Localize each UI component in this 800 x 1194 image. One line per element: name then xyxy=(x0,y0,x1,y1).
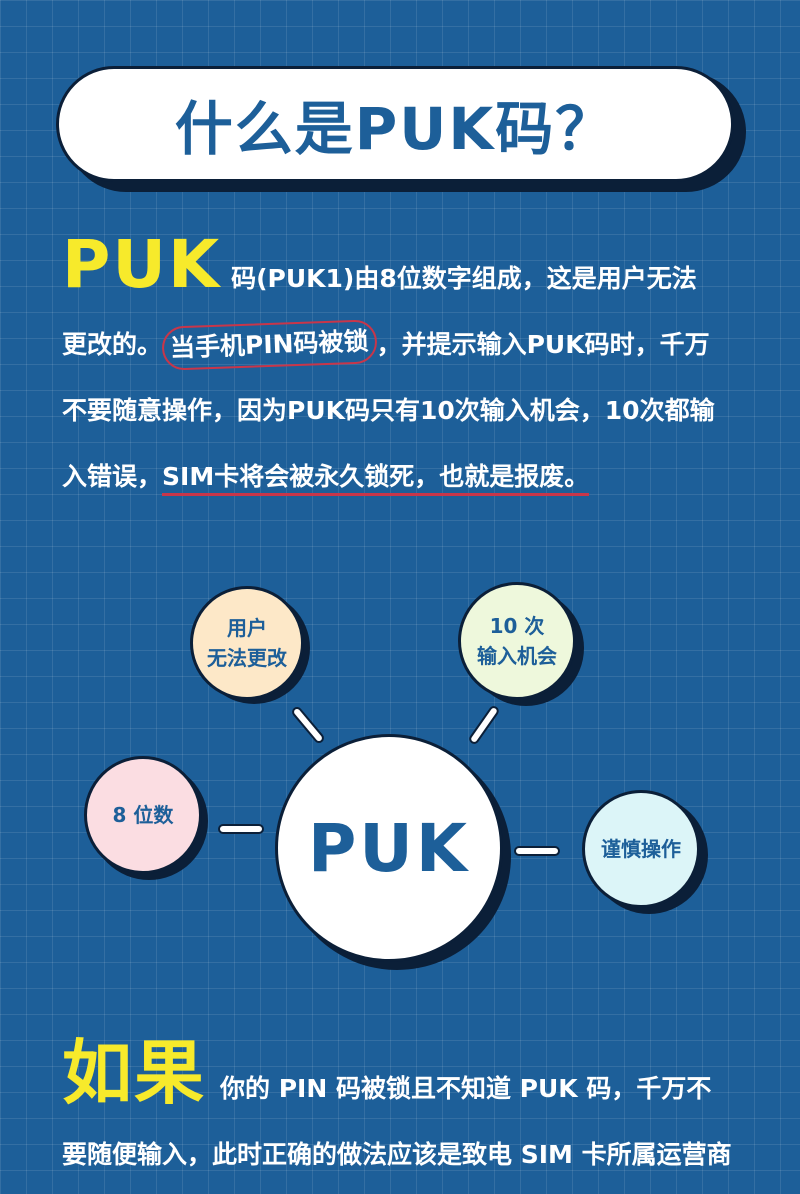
circled-highlight: 当手机PIN码被锁 xyxy=(161,319,378,371)
bubble-1-line-1: 用户 xyxy=(227,616,267,640)
bubble-3-line-1: 8 位数 xyxy=(112,803,174,827)
connector-top-right xyxy=(467,704,501,746)
intro-line-4: 入错误，SIM卡将会被永久锁死，也就是报废。 xyxy=(62,444,742,510)
intro-line-2-post: ，并提示输入PUK码时，千万 xyxy=(376,330,710,359)
page-title: 什么是PUK码？ xyxy=(174,95,616,163)
intro-line-1-text: 码(PUK1)由8位数字组成，这是用户无法 xyxy=(231,264,697,293)
intro-line-3: 不要随意操作，因为PUK码只有10次输入机会，10次都输 xyxy=(62,396,715,425)
center-circle: PUK xyxy=(275,734,503,962)
intro-line-2: 更改的。当手机PIN码被锁，并提示输入PUK码时，千万 xyxy=(62,312,742,378)
outro-big-word: 如果 xyxy=(62,1032,206,1114)
intro-line-2-pre: 更改的。 xyxy=(62,330,163,359)
connector-right xyxy=(514,846,560,856)
bubble-user-cannot-change: 用户 无法更改 xyxy=(190,586,304,700)
bubble-2-line-1: 10 次 xyxy=(489,614,545,638)
bubble-1-line-2: 无法更改 xyxy=(207,646,287,670)
bubble-eight-digits: 8 位数 xyxy=(84,756,202,874)
bubble-2-line-2: 输入机会 xyxy=(477,644,557,668)
intro-line-4-pre: 入错误， xyxy=(62,462,163,491)
bubble-ten-attempts: 10 次 输入机会 xyxy=(458,582,576,700)
outro-line-1-text: 你的 PIN 码被锁且不知道 PUK 码，千万不 xyxy=(220,1074,712,1103)
bubble-careful-operation: 谨慎操作 xyxy=(582,790,700,908)
connector-top-left xyxy=(290,704,326,746)
bubble-4-line-1: 谨慎操作 xyxy=(601,837,681,861)
outro-paragraph: 如果你的 PIN 码被锁且不知道 PUK 码，千万不 要随便输入，此时正确的做法… xyxy=(62,1032,742,1188)
underlined-highlight: SIM卡将会被永久锁死，也就是报废。 xyxy=(162,462,590,496)
intro-big-word: PUK xyxy=(62,226,222,303)
center-label: PUK xyxy=(307,809,471,887)
puk-diagram: 用户 无法更改 10 次 输入机会 8 位数 谨慎操作 PUK xyxy=(0,560,800,1000)
connector-left xyxy=(218,824,264,834)
outro-line-1: 如果你的 PIN 码被锁且不知道 PUK 码，千万不 xyxy=(62,1032,742,1122)
title-banner: 什么是PUK码？ xyxy=(56,66,734,182)
outro-line-2: 要随便输入，此时正确的做法应该是致电 SIM 卡所属运营商 xyxy=(62,1140,732,1169)
